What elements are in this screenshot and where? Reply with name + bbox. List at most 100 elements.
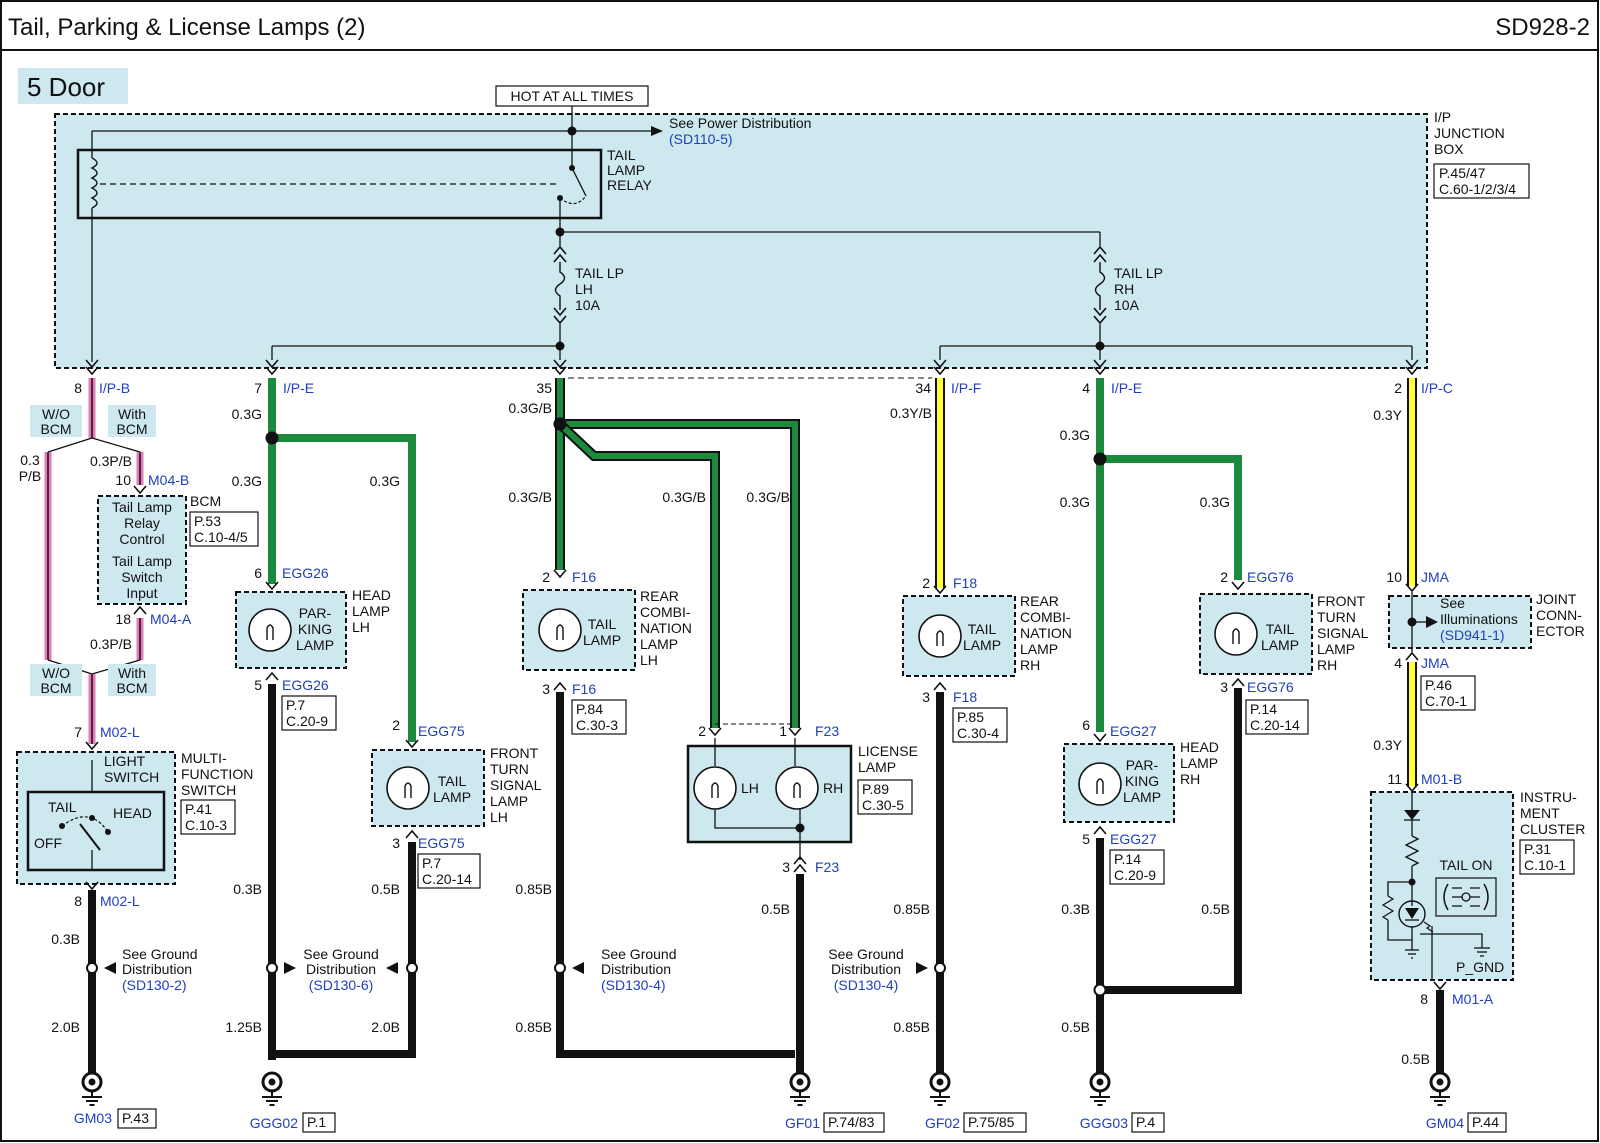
ground-gf01-ref[interactable]: P.74/83 [828, 1114, 875, 1130]
conn-egg26-bottom[interactable]: EGG26 [282, 677, 329, 693]
ground-ggg03[interactable]: GGG03 [1080, 1115, 1128, 1131]
conn-m01a[interactable]: M01-A [1452, 991, 1494, 1007]
conn-egg76-top[interactable]: EGG76 [1247, 569, 1294, 585]
ground-ggg02[interactable]: GGG02 [250, 1115, 298, 1131]
conn-egg75-top[interactable]: EGG75 [418, 723, 465, 739]
conn-ip-e-1[interactable]: I/P-E [283, 380, 314, 396]
pin-3-f18: 3 [922, 689, 930, 705]
with-bcm-tag-top [108, 405, 156, 437]
ground-gf02[interactable]: GF02 [925, 1115, 960, 1131]
pin-ip-b: 8 [74, 380, 82, 396]
conn-f16-top[interactable]: F16 [572, 569, 596, 585]
ground-ggg03-ref[interactable]: P.4 [1136, 1114, 1155, 1130]
wire-03g-c5c: 0.3G [1200, 494, 1230, 510]
ground-gm03-ref[interactable]: P.43 [122, 1110, 149, 1126]
conn-ip-f[interactable]: I/P-F [951, 380, 981, 396]
instrument-cluster-box [1370, 791, 1514, 981]
ground-gm03[interactable]: GM03 [74, 1110, 112, 1126]
conn-f23-bottom[interactable]: F23 [815, 859, 839, 875]
conn-egg76-bottom[interactable]: EGG76 [1247, 679, 1294, 695]
pin-2-egg76: 2 [1220, 569, 1228, 585]
pin-5-egg26: 5 [254, 677, 262, 693]
conn-m04a[interactable]: M04-A [150, 611, 192, 627]
wire-03b-c5: 0.3B [1061, 901, 1090, 917]
wire-125b-c2: 1.25B [225, 1019, 262, 1035]
pin-6-egg27: 6 [1082, 717, 1090, 733]
ground-ggg03-icon [1088, 1071, 1112, 1107]
conn-m01b[interactable]: M01-B [1421, 771, 1462, 787]
conn-egg27-bottom[interactable]: EGG27 [1110, 831, 1157, 847]
page-title: Tail, Parking & License Lamps (2) [8, 14, 366, 41]
ground-gm04-ref[interactable]: P.44 [1472, 1114, 1499, 1130]
wire-085b-c4b: 0.85B [893, 1019, 930, 1035]
ground-gm03-icon [80, 1071, 104, 1107]
see-illuminations-arrow-icon [1426, 616, 1438, 628]
conn-egg26-top[interactable]: EGG26 [282, 565, 329, 581]
page-code: SD928-2 [1495, 14, 1590, 41]
pin-3-egg76: 3 [1220, 679, 1228, 695]
pin-10: 10 [115, 472, 131, 488]
conn-m04b[interactable]: M04-B [148, 472, 189, 488]
pin-ip-c: 2 [1394, 380, 1402, 396]
power-ref[interactable]: See Power Distribution [669, 115, 811, 131]
power-arrow-icon [651, 126, 663, 136]
ground-gf01[interactable]: GF01 [785, 1115, 820, 1131]
conn-f18-top[interactable]: F18 [953, 575, 977, 591]
conn-jma-bottom[interactable]: JMA [1421, 655, 1450, 671]
conn-ip-b[interactable]: I/P-B [99, 380, 130, 396]
ground-ggg02-ref[interactable]: P.1 [307, 1114, 326, 1130]
ground-gm04[interactable]: GM04 [1426, 1115, 1464, 1131]
ground-gf02-ref[interactable]: P.75/85 [968, 1114, 1015, 1130]
wire-20b-c2: 2.0B [371, 1019, 400, 1035]
conn-jma-top[interactable]: JMA [1421, 569, 1450, 585]
conn-ip-c[interactable]: I/P-C [1421, 380, 1453, 396]
conn-ip-e-2[interactable]: I/P-E [1111, 380, 1142, 396]
conn-egg27-top[interactable]: EGG27 [1110, 723, 1157, 739]
hot-at-all-times: HOT AT ALL TIMES [511, 88, 634, 104]
license-lh: LH [741, 780, 759, 796]
tail-on-indicator [1435, 877, 1497, 917]
pin-11-m01b: 11 [1387, 771, 1402, 787]
conn-egg75-bottom[interactable]: EGG75 [418, 835, 465, 851]
p-gnd-label: P_GND [1456, 959, 1504, 975]
light-switch[interactable] [26, 790, 166, 872]
conn-f18-bottom[interactable]: F18 [953, 689, 977, 705]
power-ref-code[interactable]: (SD110-5) [669, 131, 733, 147]
conn-m02l-top[interactable]: M02-L [100, 724, 140, 740]
conn-f23-top[interactable]: F23 [815, 723, 839, 739]
conn-f16-bottom[interactable]: F16 [572, 681, 596, 697]
conn-m02l-bottom[interactable]: M02-L [100, 893, 140, 909]
